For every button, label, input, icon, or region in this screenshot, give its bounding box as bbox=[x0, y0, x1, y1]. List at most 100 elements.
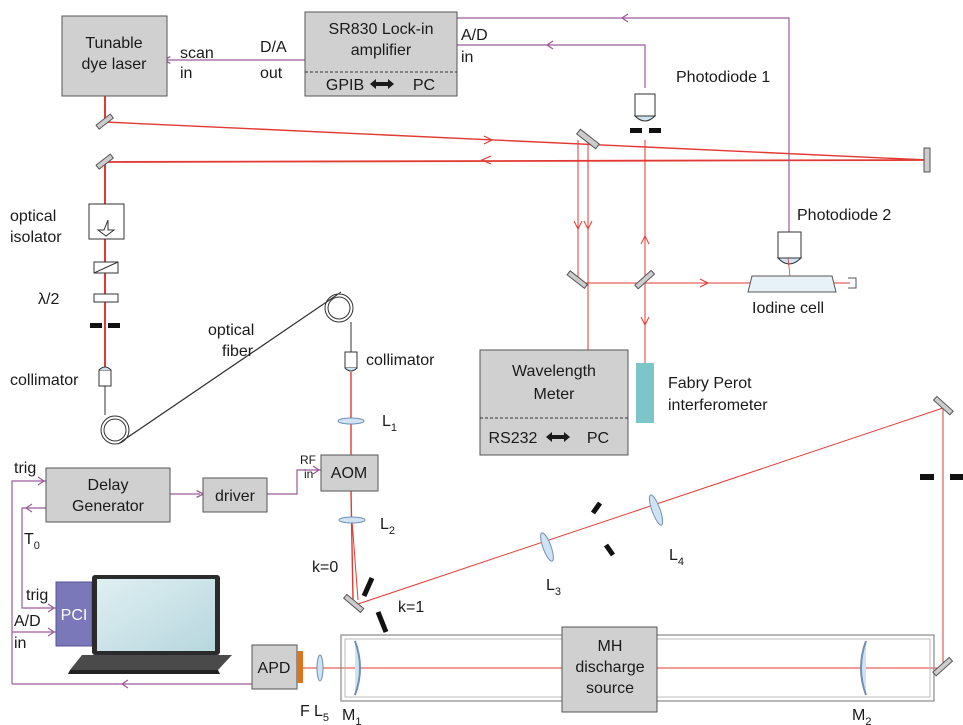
photodiode-2-label: Photodiode 2 bbox=[797, 207, 891, 224]
apd-label: APD bbox=[258, 660, 291, 677]
L3-sub: 3 bbox=[555, 586, 561, 598]
collimator-right-label: collimator bbox=[366, 352, 435, 369]
half-wave-plate bbox=[93, 293, 119, 303]
lenses bbox=[337, 417, 664, 562]
da-label: D/A bbox=[260, 39, 287, 56]
labels: scan in D/A out A/D in Photodiode 1 Phot… bbox=[10, 27, 891, 725]
fabry-perot-label-2: interferometer bbox=[668, 397, 768, 414]
L5-sub: 5 bbox=[323, 712, 329, 724]
photodiode-1-label: Photodiode 1 bbox=[676, 69, 770, 86]
M1-label: M bbox=[342, 707, 355, 724]
F-label: F bbox=[300, 703, 310, 720]
collimator-right bbox=[344, 351, 358, 372]
M2-label: M bbox=[852, 707, 865, 724]
svg-text:L3: L3 bbox=[546, 577, 561, 598]
wavemeter-line2: Meter bbox=[534, 386, 576, 403]
tunable-dye-laser-box: Tunable dye laser bbox=[61, 15, 168, 97]
iodine-cell bbox=[747, 257, 857, 293]
dye-laser-line2: dye laser bbox=[82, 56, 148, 73]
da-out-label: out bbox=[260, 65, 283, 82]
svg-text:L4: L4 bbox=[669, 547, 684, 568]
pci-label: PCI bbox=[61, 607, 88, 624]
optical-isolator-label-1: optical bbox=[10, 208, 56, 225]
rf-label: RF bbox=[300, 453, 316, 467]
wavelength-meter-box: Wavelength Meter RS232 PC bbox=[479, 349, 629, 456]
ad-bottom-label: A/D bbox=[14, 613, 41, 630]
svg-text:M2: M2 bbox=[852, 707, 871, 725]
driver-box: driver bbox=[202, 477, 268, 513]
photodiode-2 bbox=[776, 231, 803, 265]
laser-beams bbox=[104, 96, 944, 669]
delay-generator-box: Delay Generator bbox=[45, 467, 171, 523]
laptop-icon bbox=[68, 575, 232, 674]
wavemeter-pc: PC bbox=[587, 430, 609, 447]
svg-text:L1: L1 bbox=[382, 413, 397, 434]
iodine-cell-label: Iodine cell bbox=[752, 300, 824, 317]
beam-blocks bbox=[90, 128, 963, 633]
lockin-pc: PC bbox=[413, 77, 435, 94]
optical-fiber-label-1: optical bbox=[208, 322, 254, 339]
ad-lockin-in-label: in bbox=[461, 49, 473, 66]
k1-label: k=1 bbox=[398, 599, 424, 616]
driver-label: driver bbox=[215, 488, 256, 505]
lockin-line1: SR830 Lock-in bbox=[329, 21, 434, 38]
aom-box: AOM bbox=[320, 454, 379, 492]
apd-box: APD bbox=[251, 644, 298, 690]
mirror-M1 bbox=[354, 640, 361, 696]
double-arrow-icon bbox=[370, 79, 394, 89]
M1-sub: 1 bbox=[355, 716, 361, 725]
optical-fiber bbox=[100, 291, 354, 445]
rf-in-label: in bbox=[304, 467, 313, 481]
L2-sub: 2 bbox=[389, 525, 395, 537]
L4-sub: 4 bbox=[678, 556, 684, 568]
optical-isolator bbox=[88, 203, 125, 240]
mirrors bbox=[95, 113, 954, 677]
svg-text:T0: T0 bbox=[24, 531, 40, 552]
L2-label: L bbox=[380, 516, 389, 533]
optical-fiber-label-2: fiber bbox=[222, 343, 254, 360]
scan-label: scan bbox=[180, 45, 214, 62]
signal-wires bbox=[11, 13, 790, 689]
svg-text:M1: M1 bbox=[342, 707, 361, 725]
L3-label: L bbox=[546, 577, 555, 594]
dye-laser-line1: Tunable bbox=[85, 35, 142, 52]
fabry-perot bbox=[636, 363, 654, 423]
in-bottom-label: in bbox=[14, 635, 26, 652]
svg-text:L5: L5 bbox=[314, 703, 329, 724]
photodiode-1 bbox=[633, 93, 657, 122]
L5-label: L bbox=[314, 703, 323, 720]
pci-box: PCI bbox=[55, 581, 93, 647]
T0-sub: 0 bbox=[34, 540, 40, 552]
L4-label: L bbox=[669, 547, 678, 564]
filter-F bbox=[297, 651, 303, 683]
scan-in-label: in bbox=[180, 65, 192, 82]
aom-label: AOM bbox=[331, 465, 367, 482]
lockin-line2: amplifier bbox=[351, 42, 412, 59]
svg-text:L2: L2 bbox=[380, 516, 395, 537]
collimator-left bbox=[98, 366, 112, 387]
lambda-half-label: λ/2 bbox=[38, 291, 59, 308]
mh-line2: discharge bbox=[575, 659, 644, 676]
lockin-amplifier-box: SR830 Lock-in amplifier GPIB PC bbox=[304, 11, 458, 97]
wavemeter-rs232: RS232 bbox=[489, 430, 538, 447]
discharge-cell: MH discharge source bbox=[340, 626, 935, 713]
optical-isolator-label-2: isolator bbox=[10, 229, 62, 246]
delay-gen-line1: Delay bbox=[88, 477, 129, 494]
trig-top-label: trig bbox=[14, 460, 36, 477]
ad-lockin-label: A/D bbox=[461, 27, 488, 44]
delay-gen-line2: Generator bbox=[72, 498, 145, 515]
trig-bottom-label: trig bbox=[26, 587, 48, 604]
lockin-gpib: GPIB bbox=[326, 77, 364, 94]
k0-label: k=0 bbox=[312, 559, 338, 576]
mh-line1: MH bbox=[598, 638, 623, 655]
double-arrow-icon bbox=[546, 432, 570, 442]
collimator-left-label: collimator bbox=[10, 372, 79, 389]
L1-label: L bbox=[382, 413, 391, 430]
fabry-perot-label-1: Fabry Perot bbox=[668, 375, 752, 392]
M2-sub: 2 bbox=[865, 716, 871, 725]
mirror-M2 bbox=[860, 640, 867, 696]
T0-label: T bbox=[24, 531, 34, 548]
wavemeter-line1: Wavelength bbox=[512, 363, 596, 380]
L1-sub: 1 bbox=[391, 422, 397, 434]
